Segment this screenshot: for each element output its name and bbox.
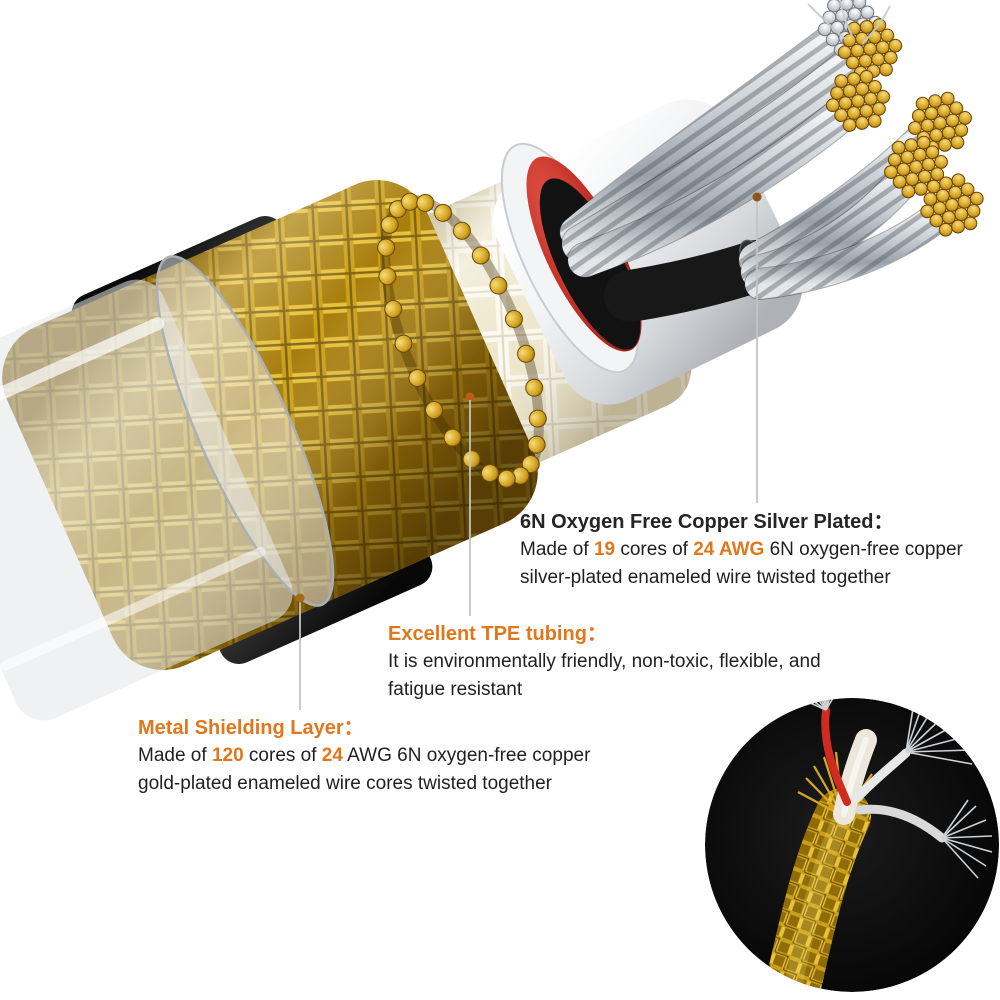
- annotation-copper: 6N Oxygen Free Copper Silver Plated： Mad…: [520, 508, 998, 592]
- highlight-value: 120: [211, 745, 244, 766]
- text-segment: gold-plated enameled wire cores twisted …: [138, 773, 553, 794]
- annotation-copper-line2: silver-plated enameled wire twisted toge…: [520, 564, 998, 592]
- transparent-outer-jacket: [0, 255, 335, 721]
- annotation-copper-line1: Made of 19 cores of 24 AWG 6N oxygen-fre…: [520, 536, 998, 564]
- highlight-value: 24: [321, 745, 343, 766]
- annotation-tpe-title: Excellent TPE tubing：: [388, 623, 607, 645]
- photo-red-wire: [821, 706, 851, 806]
- photo-strand-fan-right: [941, 799, 993, 879]
- tpe-callout-dot: [465, 392, 475, 402]
- shielding-callout-dot: [295, 593, 305, 603]
- annotation-tpe-line2: fatigue resistant: [388, 676, 888, 704]
- leader-lines: [299, 200, 758, 710]
- annotation-shielding: Metal Shielding Layer： Made of 120 cores…: [138, 714, 638, 798]
- text-segment: 6N oxygen-free copper: [764, 539, 963, 560]
- annotation-copper-title: 6N Oxygen Free Copper Silver Plated：: [520, 511, 894, 533]
- shield-wire-end-ring: [377, 192, 547, 488]
- photo-white-wire-1: [852, 748, 911, 803]
- text-segment: cores of: [615, 539, 694, 560]
- text-segment: silver-plated enameled wire twisted toge…: [520, 567, 891, 588]
- text-segment: It is environmentally friendly, non-toxi…: [388, 651, 821, 672]
- text-segment: cores of: [243, 745, 322, 766]
- annotation-shielding-line1: Made of 120 cores of 24 AWG 6N oxygen-fr…: [138, 742, 638, 770]
- highlight-value: 19: [593, 539, 616, 560]
- copper-callout-dot: [752, 192, 762, 202]
- text-segment: Made of: [520, 539, 594, 560]
- annotation-tpe: Excellent TPE tubing： It is environmenta…: [388, 620, 888, 704]
- annotation-shielding-line2: gold-plated enameled wire cores twisted …: [138, 770, 638, 798]
- photo-white-wire-2: [855, 804, 947, 843]
- text-segment: AWG 6N oxygen-free copper: [342, 745, 591, 766]
- highlight-value: 24 AWG: [693, 539, 765, 560]
- stray-strands: [807, 0, 891, 45]
- annotation-shielding-title: Metal Shielding Layer：: [138, 717, 364, 739]
- photo-gold-braid: [760, 788, 871, 992]
- annotation-tpe-line1: It is environmentally friendly, non-toxi…: [388, 648, 888, 676]
- silver-wire-bundles-upper: [559, 12, 885, 278]
- photo-inset: [705, 698, 999, 992]
- text-segment: fatigue resistant: [388, 679, 523, 700]
- text-segment: Made of: [138, 745, 212, 766]
